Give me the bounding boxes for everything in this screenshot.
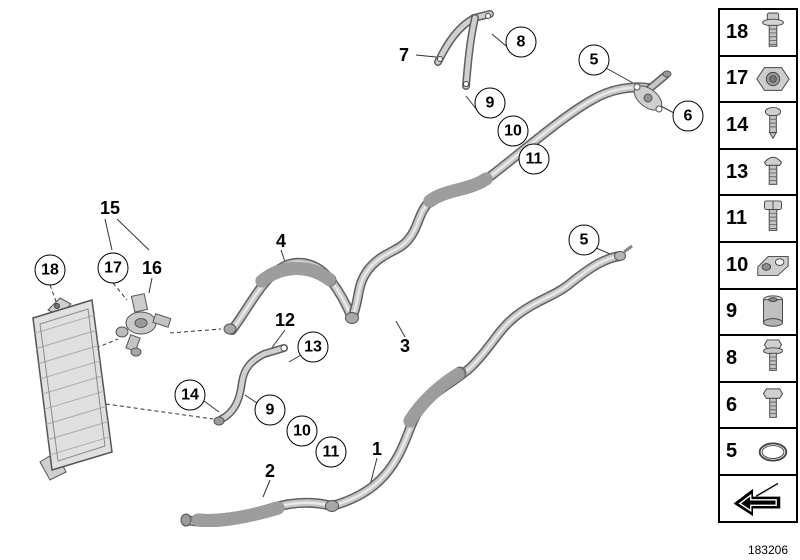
callout-5[interactable]: 5 [568,224,600,256]
direction-arrow-icon [725,476,791,520]
legend-cell-18[interactable]: 18 [718,8,798,57]
callout-10[interactable]: 10 [286,415,318,447]
hex-nut-icon [753,57,793,101]
callout-3[interactable]: 3 [399,336,411,356]
legend-cell-arrow[interactable] [718,473,798,523]
legend-cell-13[interactable]: 13 [718,147,798,197]
callout-10[interactable]: 10 [497,115,529,147]
legend-item-number: 14 [726,113,749,136]
fastener-legend: 18 17 14 13 11 10 9 8 6 5 [718,8,798,523]
callout-2[interactable]: 2 [264,461,276,481]
callout-11[interactable]: 11 [518,143,550,175]
callout-4[interactable]: 4 [275,231,287,251]
legend-cell-8[interactable]: 8 [718,334,798,383]
callout-12[interactable]: 12 [274,310,296,330]
legend-item-number: 13 [726,160,749,183]
legend-item-number: 6 [726,393,738,416]
leader-lines [49,33,675,498]
callout-9[interactable]: 9 [254,394,286,426]
small-screw-icon [753,103,793,147]
legend-item-number: 9 [726,300,738,323]
callout-15[interactable]: 15 [99,198,121,218]
pipe-1 [327,251,625,511]
pipe-couplings [180,70,672,527]
cheese-head-screw-icon [753,197,793,241]
clamp-icon [753,243,793,287]
pipe-3 [347,71,670,323]
o-ring-icon [753,430,793,474]
flange-fitting [633,83,663,113]
bushing-icon [753,290,793,334]
stud-bolt-icon [753,10,793,54]
callout-13[interactable]: 13 [297,331,329,363]
legend-item-number: 8 [726,346,738,369]
callout-16[interactable]: 16 [141,258,163,278]
oil-cooler [32,297,113,481]
legend-cell-6[interactable]: 6 [718,380,798,430]
callout-8[interactable]: 8 [505,26,537,58]
legend-item-number: 17 [726,67,749,90]
legend-cell-5[interactable]: 5 [718,427,798,476]
hex-bolt-icon [753,383,793,427]
pipe-4 [227,257,357,335]
callout-14[interactable]: 14 [174,379,206,411]
legend-item-number: 18 [726,20,749,43]
legend-cell-14[interactable]: 14 [718,101,798,150]
callout-7[interactable]: 7 [398,45,410,65]
legend-item-number: 10 [726,253,749,276]
callout-5[interactable]: 5 [578,44,610,76]
legend-cell-10[interactable]: 10 [718,240,798,290]
legend-cell-17[interactable]: 17 [718,54,798,104]
legend-item-number: 11 [726,207,748,230]
legend-cell-9[interactable]: 9 [718,287,798,337]
flange-bolt-icon [753,336,793,380]
bracket-top [434,10,494,90]
oval-head-screw-icon [753,150,793,194]
pipe-2 [181,497,337,527]
legend-item-number: 5 [726,440,738,463]
legend-cell-11[interactable]: 11 [718,194,798,243]
diagram-id-number: 183206 [747,543,788,557]
callout-1[interactable]: 1 [371,439,383,459]
bracket-middle [213,344,288,426]
callout-11[interactable]: 11 [315,436,347,468]
callout-17[interactable]: 17 [97,252,129,284]
callout-9[interactable]: 9 [474,87,506,119]
callout-6[interactable]: 6 [672,100,704,132]
thermostat-valve-assembly [115,293,172,357]
callout-18[interactable]: 18 [34,254,66,286]
